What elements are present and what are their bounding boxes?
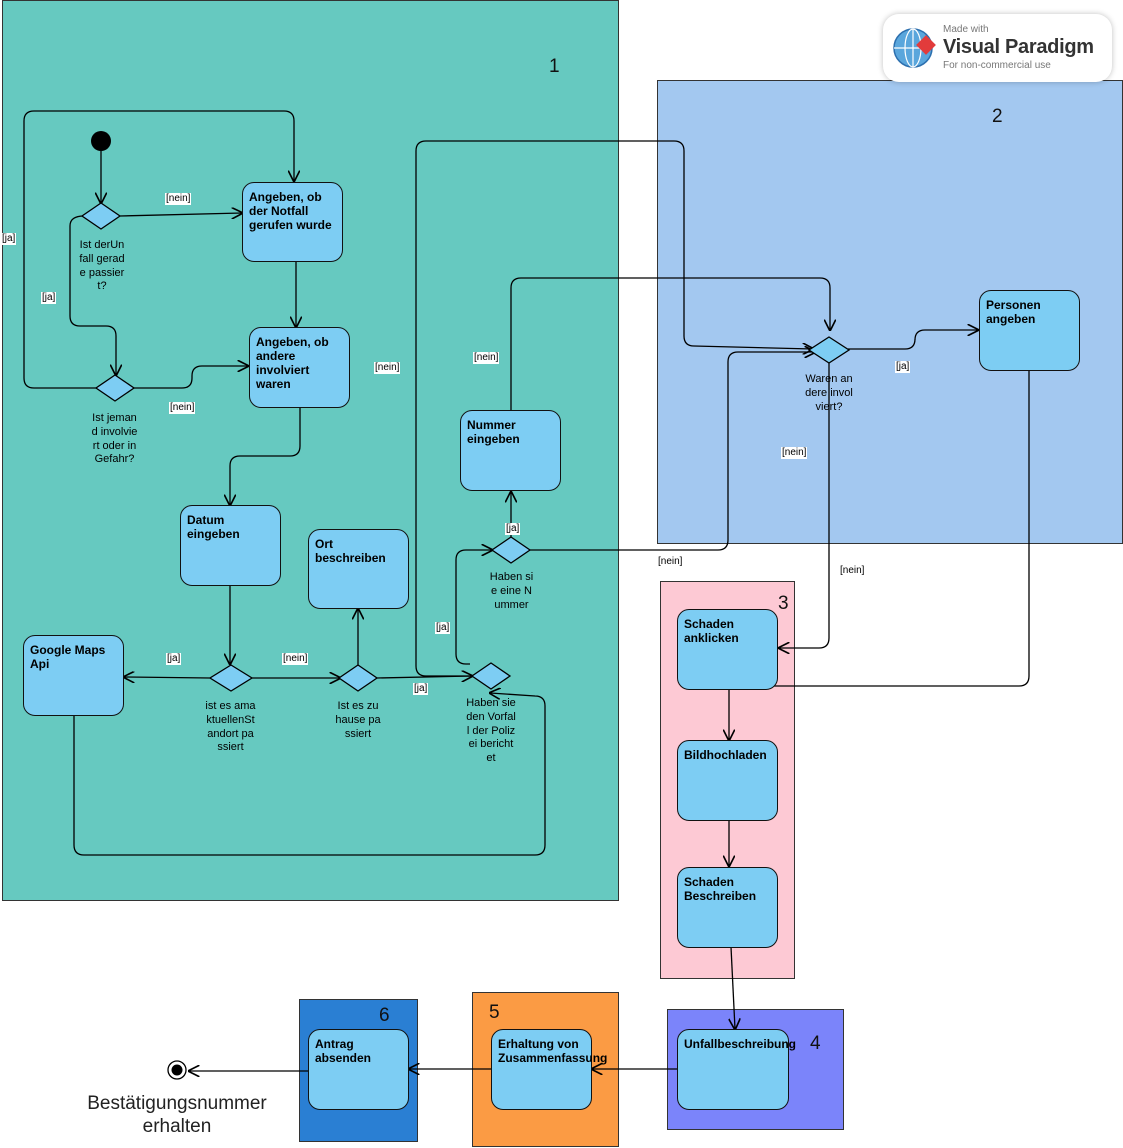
region-number-6: 6 [379,1005,390,1026]
visual-paradigm-logo: Made with Visual Paradigm For non-commer… [883,14,1112,82]
action-involviert[interactable]: Angeben, ob andere involviert waren [249,327,350,408]
guard-nein-d7-a: [nein] [781,447,808,459]
decision-label-d7: Waren andere involviert? [805,373,853,413]
decision-d6 [490,536,532,564]
globe-logo-icon [893,28,936,68]
edge-d1-d2 [69,215,116,375]
decision-d5 [470,662,512,690]
decision-label-d2: Ist jemand involviert oder in Gefahr? [91,412,138,466]
guard-nein-d5: [nein] [374,362,401,374]
final-node-label: Bestätigungsnummer erhalten [87,1093,267,1137]
edge-nummer-waren [510,277,830,410]
edge-d3-google [124,677,211,678]
edge-d2-involviert [134,366,248,389]
edge-d5-waren [415,140,813,677]
action-schaden-beschreiben[interactable]: Schaden Beschreiben [677,867,778,948]
action-antrag[interactable]: Antrag absenden [308,1029,409,1110]
logo-brand: Visual Paradigm [943,36,1094,58]
guard-nein-d6: [nein] [657,556,684,568]
decision-d2 [94,374,136,402]
region-number-3: 3 [778,593,789,614]
action-bildhochladen[interactable]: Bildhochladen [677,740,778,821]
guard-ja-d3: [ja] [166,653,182,665]
decision-label-d5: Haben sie den Vorfall der Polizei berich… [466,697,516,765]
guard-ja-d1: [ja] [41,292,57,304]
initial-node [91,131,111,151]
edge-google-d5 [73,693,546,856]
logo-note: For non-commercial use [943,60,1051,71]
edge-beschreiben-unfall [731,946,735,1029]
decision-label-d6: Haben sie eine Nummer [489,571,534,611]
action-erhaltung[interactable]: Erhaltung von Zusammenfassung [491,1029,607,1110]
guard-ja-d4: [ja] [413,683,429,695]
edge-waren-personen [848,330,978,350]
guard-nein-d7-b: [nein] [839,565,866,577]
guard-nein-d2: [nein] [169,402,196,414]
edge-d2-notfall [23,110,294,389]
guard-ja-d5: [ja] [435,622,451,634]
action-ort[interactable]: Ort beschreiben [308,529,409,609]
decision-label-d3: ist es amaktuellenStandort passiert [205,700,256,754]
action-google-maps[interactable]: Google Maps Api [23,635,124,716]
edge-d5-d6 [455,550,492,665]
edge-involviert-datum [230,408,301,505]
decision-d7 [807,336,851,364]
region-number-4: 4 [810,1033,821,1054]
action-unfallbeschreibung[interactable]: Unfallbeschreibung [677,1029,796,1110]
edge-d6-waren [530,352,815,551]
decision-d3 [208,664,254,692]
action-personen[interactable]: Personen angeben [979,290,1080,371]
guard-nein-d1: [nein] [165,193,192,205]
decision-label-d1: Ist derUnfall gerade passiert? [79,239,125,293]
region-number-5: 5 [489,1002,500,1023]
guard-nein-d3: [nein] [282,653,309,665]
edge-personen-schaden [763,371,1030,687]
action-schaden-anklicken[interactable]: Schaden anklicken [677,609,778,690]
guard-ja-loop: [ja] [1,233,17,245]
guard-ja-d7: [ja] [895,361,911,373]
guard-ja-d6: [ja] [505,523,521,535]
action-datum[interactable]: Datum eingeben [180,505,281,586]
edge-d1-notfall [119,213,242,216]
guard-nein-nummer: [nein] [473,352,500,364]
action-nummer[interactable]: Nummer eingeben [460,410,561,491]
region-number-1: 1 [549,56,560,77]
decision-d1 [80,202,122,230]
edge-waren-schaden [779,363,830,648]
decision-d4 [337,664,379,692]
decision-label-d4: Ist es zuhause passiert [335,700,381,740]
logo-made-with: Made with [943,24,989,35]
final-node [167,1060,187,1080]
action-notfall[interactable]: Angeben, ob der Notfall gerufen wurde [242,182,343,262]
region-number-2: 2 [992,106,1003,127]
